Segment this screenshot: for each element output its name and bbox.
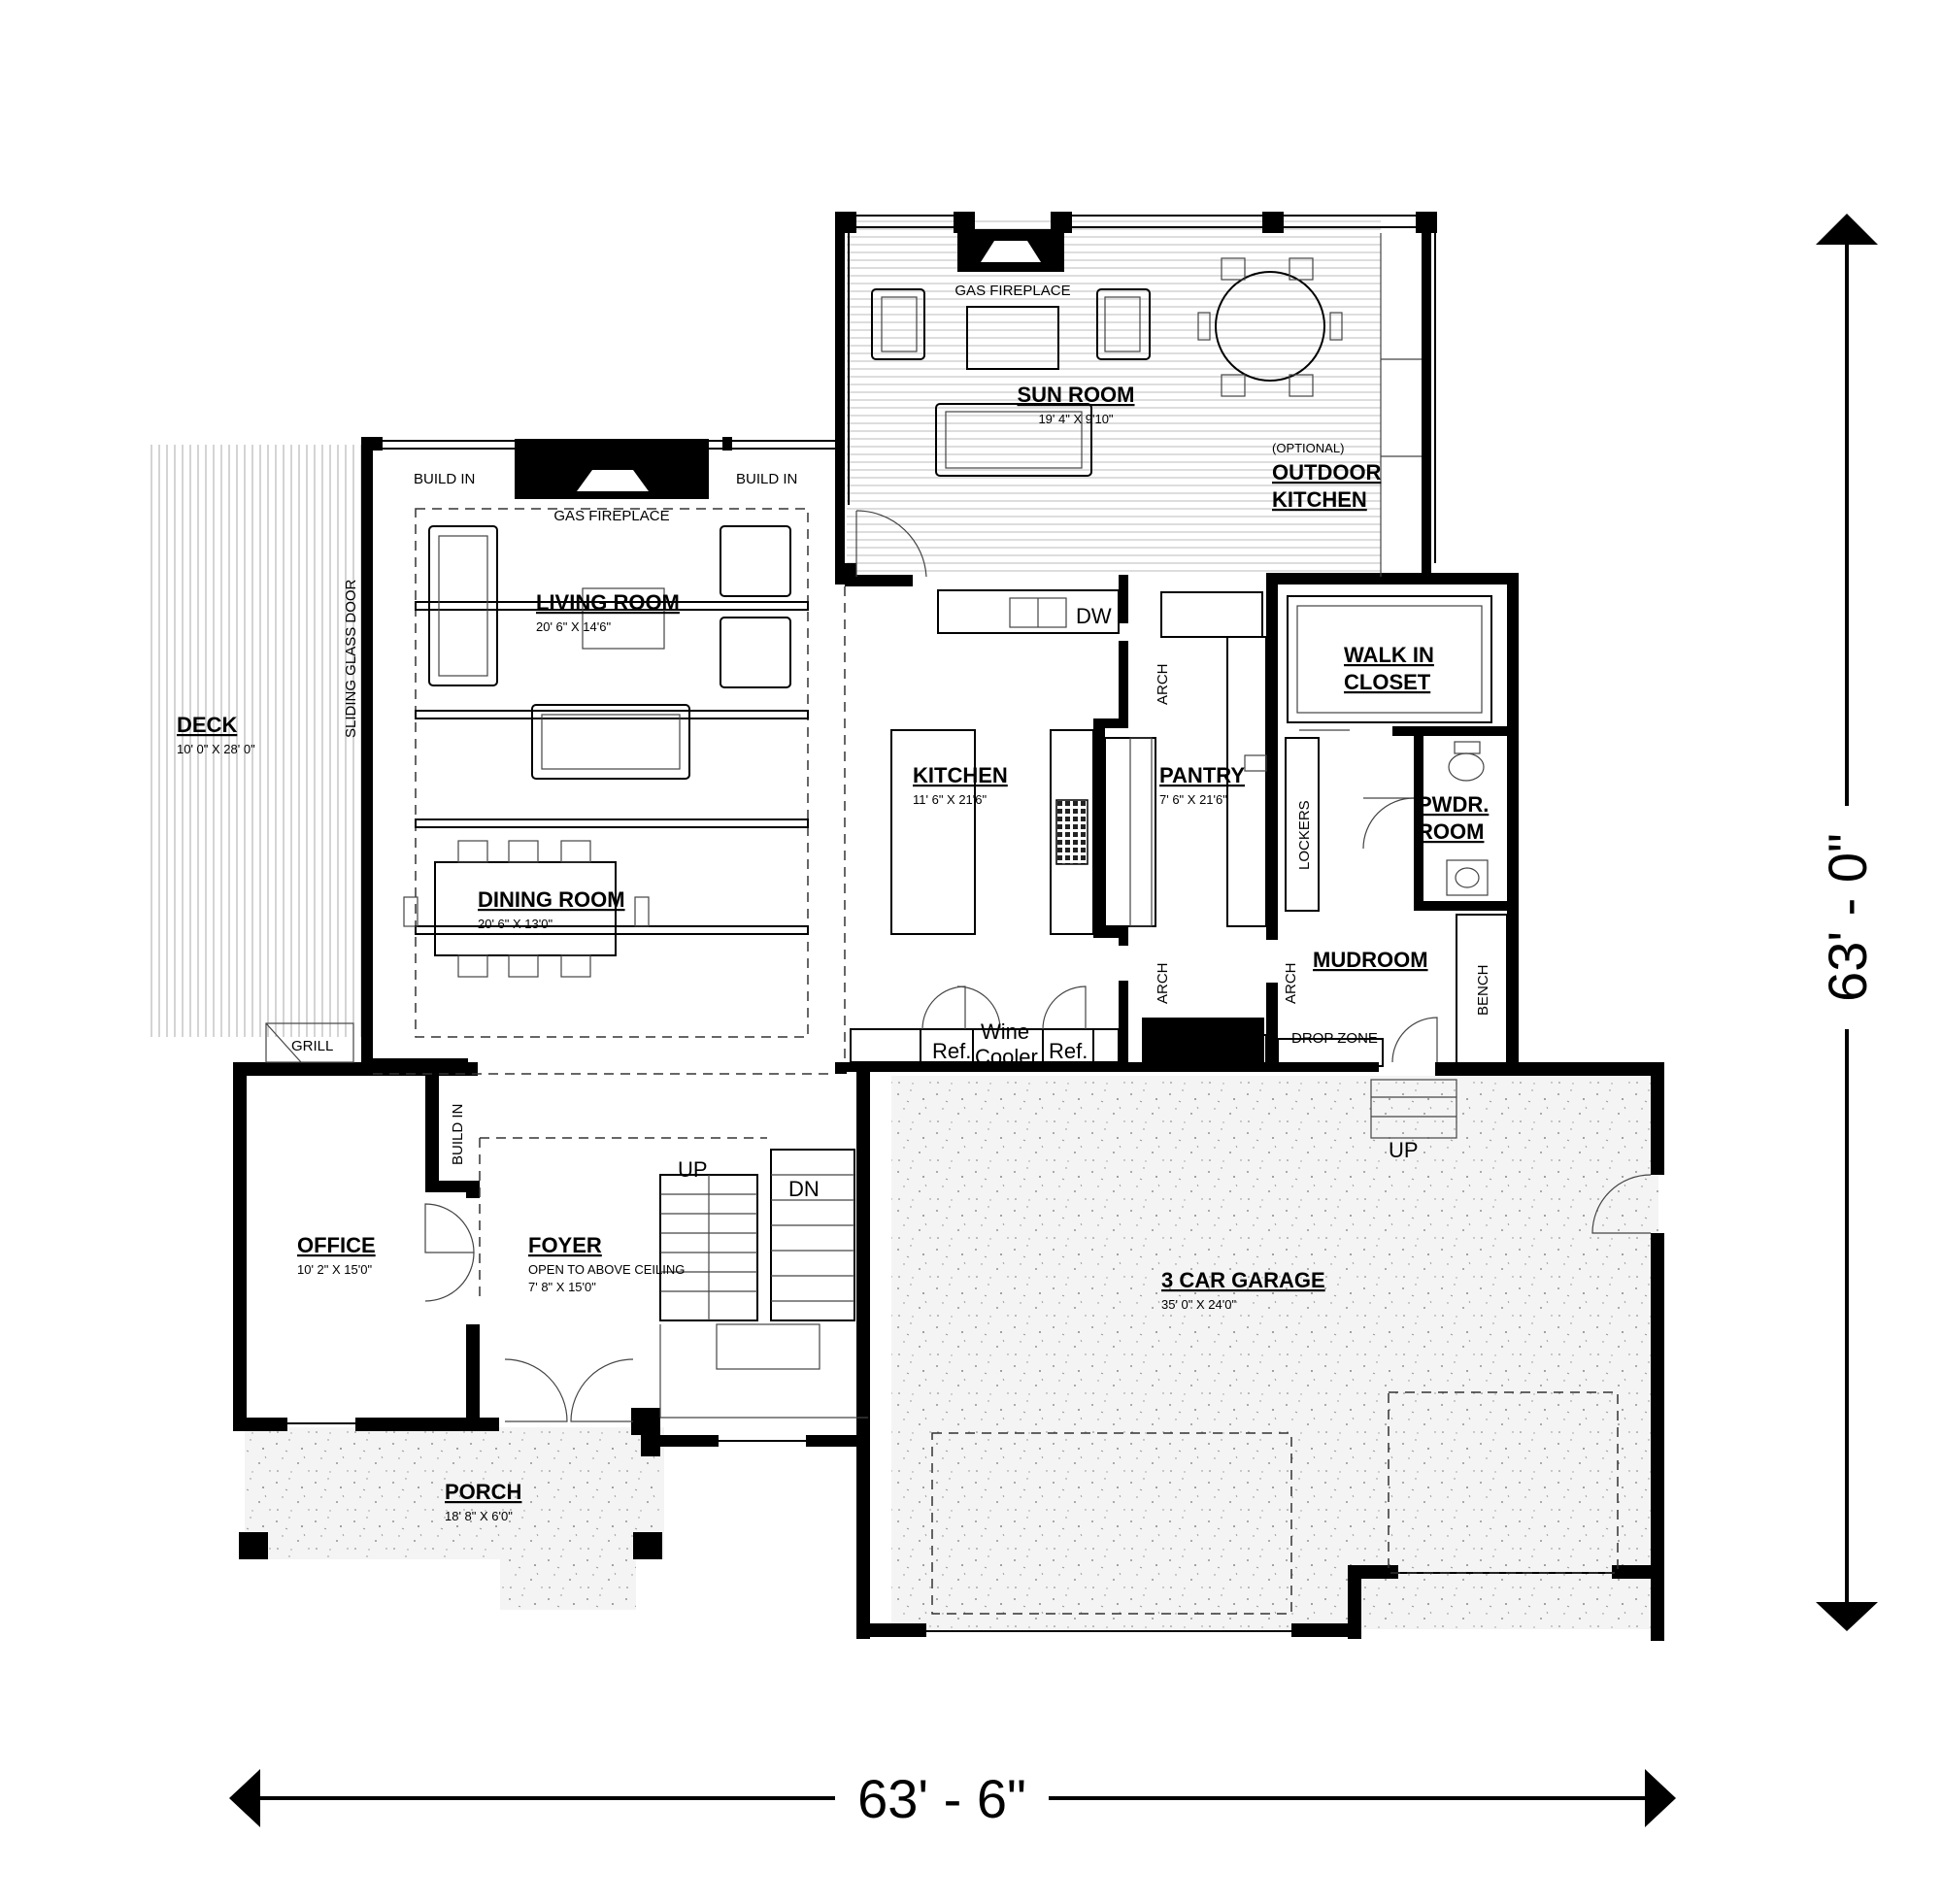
pantry-mudroom-fixtures [1129, 591, 1508, 1067]
porch-label: PORCH [445, 1480, 521, 1504]
deck-size: 10' 0" X 28' 0" [177, 742, 255, 756]
sun-room-size: 19' 4" X 9'10" [1038, 412, 1113, 426]
dining-room-size: 20' 6" X 13'0" [478, 917, 552, 931]
overall-width: 63' - 6" [857, 1768, 1026, 1829]
living-room-size: 20' 6" X 14'6" [536, 619, 611, 634]
heat-riser-note: HEAT RISER [1165, 1046, 1252, 1062]
outdoor-kitchen-label-1: OUTDOOR [1272, 460, 1382, 484]
build-in-left-note: BUILD IN [414, 471, 475, 487]
wine-cooler-note-1: Wine [981, 1019, 1029, 1044]
porch-step [500, 1559, 636, 1610]
fridge-right-note: Ref. [1049, 1039, 1088, 1063]
outdoor-kitchen-label-2: KITCHEN [1272, 487, 1367, 512]
dishwasher-note: DW [1076, 604, 1112, 628]
pantry-size: 7' 6" X 21'6" [1159, 792, 1227, 807]
living-fireplace-opening [577, 470, 649, 491]
living-room-label: LIVING ROOM [536, 590, 680, 615]
bench-note: BENCH [1475, 964, 1491, 1016]
stair-up-note: UP [678, 1157, 708, 1182]
arch-lower-right-note: ARCH [1283, 962, 1299, 1004]
sun-room-floor [847, 219, 1381, 577]
sun-room-furniture [855, 229, 1422, 578]
office-size: 10' 2" X 15'0" [297, 1262, 372, 1277]
dining-room-label: DINING ROOM [478, 887, 625, 912]
build-in-right-note: BUILD IN [736, 471, 797, 487]
foyer-stairs [424, 1079, 1652, 1422]
walk-in-closet-label-2: CLOSET [1344, 670, 1431, 694]
kitchen-fixtures [850, 589, 1156, 1063]
kitchen-label: KITCHEN [913, 763, 1008, 787]
wine-cooler-note-2: Cooler [975, 1045, 1038, 1069]
foyer-label: FOYER [528, 1233, 602, 1257]
garage-floor [891, 1076, 1658, 1629]
powder-room-label-2: ROOM [1418, 819, 1484, 844]
walk-in-closet-label-1: WALK IN [1344, 643, 1434, 667]
outdoor-kitchen-note: (OPTIONAL) [1272, 441, 1344, 455]
mudroom-label: MUDROOM [1313, 948, 1428, 972]
grill-note: GRILL [291, 1038, 333, 1054]
porch-size: 18' 8" X 6'0" [445, 1509, 513, 1523]
arrow-down-icon [1816, 1602, 1878, 1631]
living-fireplace-note: GAS FIREPLACE [553, 508, 669, 524]
sun-room-label: SUN ROOM [1018, 383, 1135, 407]
sun-room-fireplace-note: GAS FIREPLACE [954, 283, 1070, 299]
kitchen-size: 11' 6" X 21'6" [913, 792, 988, 807]
living-dining-furniture [265, 525, 791, 1063]
foyer-size: 7' 8" X 15'0" [528, 1280, 596, 1294]
drop-zone-note: DROP ZONE [1291, 1030, 1378, 1047]
build-in-office-note: BUILD IN [450, 1104, 466, 1165]
deck-floor [146, 445, 361, 1037]
sliding-glass-door-note: SLIDING GLASS DOOR [343, 579, 359, 738]
arch-upper-note: ARCH [1155, 663, 1171, 705]
lockers-note: LOCKERS [1296, 800, 1313, 870]
pantry-label: PANTRY [1159, 763, 1245, 787]
arch-lower-left-note: ARCH [1155, 962, 1171, 1004]
windows [236, 215, 1612, 1632]
garage-size: 35' 0" X 24'0" [1161, 1297, 1236, 1312]
dashed-outlines [373, 508, 1619, 1615]
fridge-left-note: Ref. [932, 1039, 971, 1063]
arrow-up-icon [1816, 214, 1878, 245]
office-label: OFFICE [297, 1233, 376, 1257]
garage-stair-up-note: UP [1389, 1138, 1419, 1162]
overall-depth: 63' - 0" [1817, 833, 1878, 1002]
arrow-left-icon [229, 1769, 260, 1827]
ceiling-beams [415, 601, 809, 935]
powder-room-label-1: PWDR. [1418, 792, 1489, 817]
dimension-lines [229, 214, 1882, 1829]
stair-down-note: DN [788, 1177, 820, 1201]
garage-label: 3 CAR GARAGE [1161, 1268, 1325, 1292]
deck-label: DECK [177, 713, 237, 737]
porch-floor [245, 1427, 664, 1559]
arrow-right-icon [1645, 1769, 1676, 1827]
foyer-note: OPEN TO ABOVE CEILING [528, 1262, 685, 1277]
